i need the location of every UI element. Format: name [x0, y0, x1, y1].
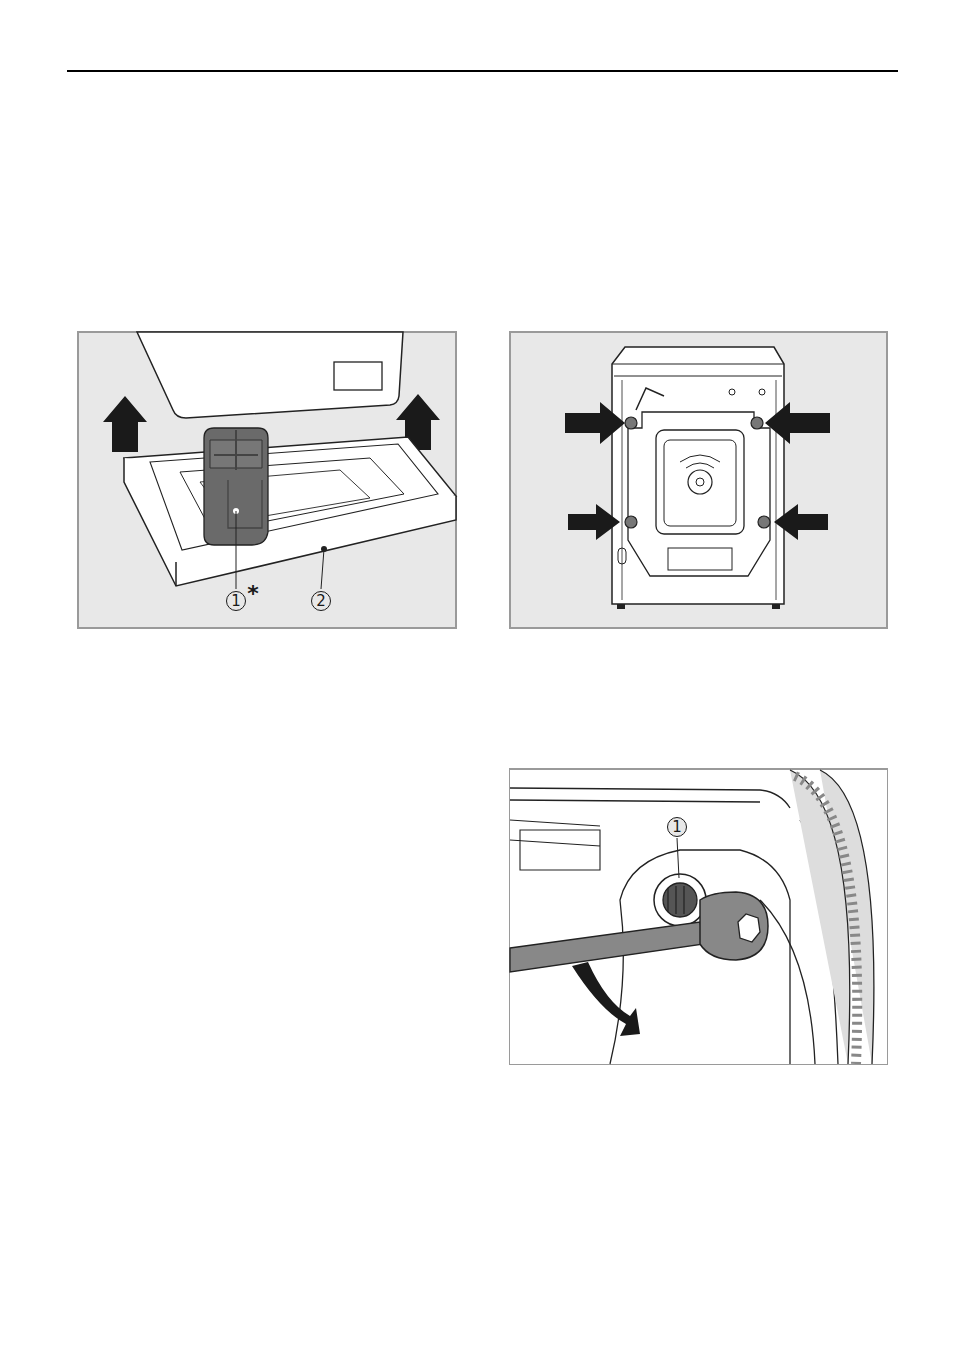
callout-number: 1 — [667, 817, 687, 837]
transport-bolts-panel — [510, 332, 887, 628]
wrench-panel — [510, 769, 887, 1064]
callout-number: 2 — [311, 591, 331, 611]
remove-base-panel — [78, 332, 456, 628]
callout-number: 1 — [226, 591, 246, 611]
footnote-asterisk: * — [247, 583, 259, 605]
header-rule — [67, 70, 898, 72]
